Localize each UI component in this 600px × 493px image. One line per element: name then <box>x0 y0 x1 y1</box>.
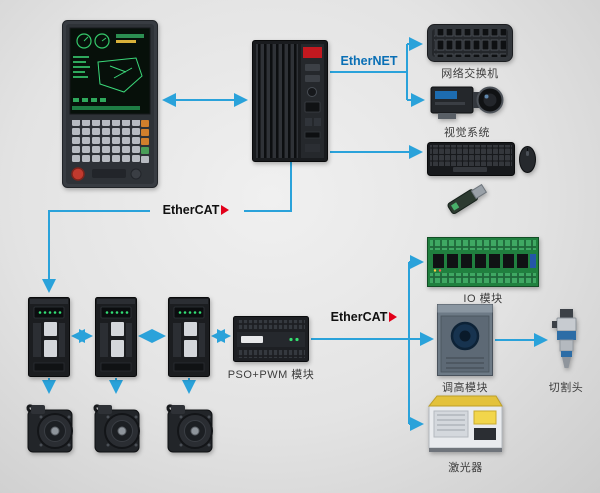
servo-drive-graphic <box>95 297 137 377</box>
servo-motor-graphic <box>26 404 73 453</box>
controller <box>252 40 328 162</box>
servo-motor-graphic <box>166 404 213 453</box>
pso-pwm-module <box>233 316 309 362</box>
ethercat-label-left: EtherCAT <box>148 203 244 217</box>
cutting-head <box>551 308 582 372</box>
vision-camera <box>430 80 504 122</box>
servo-drive-graphic <box>168 297 210 377</box>
cnc-panel-graphic <box>62 20 158 188</box>
cutting-head-graphic <box>552 309 577 368</box>
cnc-panel <box>62 20 158 188</box>
io-module <box>427 237 539 287</box>
servo-motor-graphic <box>93 404 140 453</box>
ethercat-left-text: EtherCAT <box>162 203 220 217</box>
servo-drive-1 <box>28 297 70 377</box>
servo-drive-2 <box>95 297 137 377</box>
servo-motor-2 <box>90 397 143 457</box>
usb-dongle <box>441 180 493 218</box>
height-module-label: 调高模块 <box>442 382 488 394</box>
ethernet-label: EtherNET <box>340 54 398 68</box>
vision-system-label: 视觉系统 <box>444 127 490 139</box>
servo-motor-1 <box>23 397 76 457</box>
keyboard-graphic <box>427 142 515 176</box>
usb-dongle-graphic <box>447 183 488 215</box>
mouse <box>519 146 536 173</box>
controller-graphic <box>252 40 328 162</box>
servo-motor-3 <box>163 397 216 457</box>
mouse-graphic <box>519 146 536 173</box>
servo-drive-3 <box>168 297 210 377</box>
network-switch-label: 网络交换机 <box>441 68 499 80</box>
laser-label: 激光器 <box>448 462 483 474</box>
height-module-graphic <box>437 304 493 376</box>
pso-pwm-module-label: PSO+PWM 模块 <box>227 369 315 381</box>
io-module-label: IO 模块 <box>463 293 503 305</box>
ethercat-label-right: EtherCAT <box>318 310 410 324</box>
laser-source <box>427 392 504 454</box>
pso-pwm-graphic <box>233 316 309 362</box>
ethercat-right-text: EtherCAT <box>330 310 388 324</box>
keyboard <box>427 142 515 176</box>
network-switch <box>427 24 513 62</box>
vision-camera-graphic <box>430 86 504 119</box>
laser-graphic <box>427 395 503 452</box>
height-control-module <box>437 304 493 376</box>
network-switch-graphic <box>427 24 513 62</box>
ethercat-arrow-icon <box>389 312 398 322</box>
ethercat-arrow-icon <box>221 205 230 215</box>
io-module-graphic <box>427 237 539 287</box>
cutting-head-label: 切割头 <box>548 382 584 394</box>
servo-drive-graphic <box>28 297 70 377</box>
